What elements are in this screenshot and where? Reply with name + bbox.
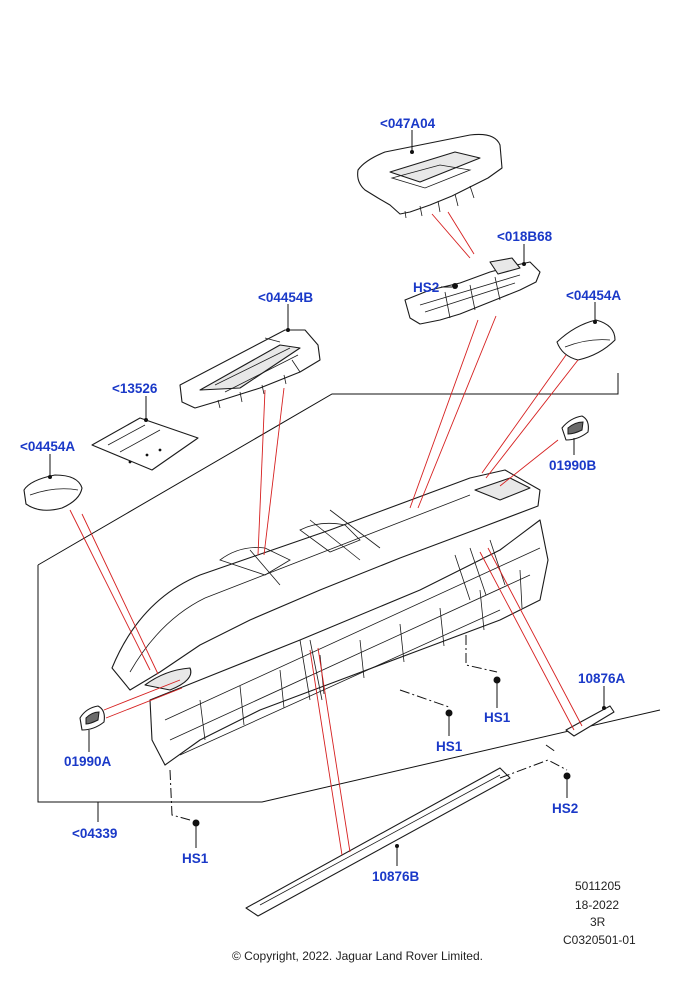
vent-01990a [79, 705, 105, 731]
meta-line-1: 5011205 [575, 879, 621, 893]
vent-01990b [561, 415, 589, 441]
trim-strip-10876b [245, 767, 511, 917]
callout-10876b: 10876B [372, 869, 420, 884]
callout-13526: <13526 [112, 381, 158, 396]
callout-04454a-left: <04454A [20, 439, 75, 454]
callout-04454a-right: <04454A [566, 288, 621, 303]
drawing-metadata: 5011205 18-2022 3R C0320501-01 [563, 879, 636, 947]
trim-strip-10876a [565, 705, 615, 737]
assembly-frame [37, 373, 661, 803]
callout-labels: <047A04 <018B68 HS2 <04454B <04454A <135… [20, 116, 626, 884]
panel-04454b [179, 329, 321, 409]
callout-hs1-mid: HS1 [436, 739, 463, 754]
callout-leaders [48, 130, 606, 866]
instrument-panel-assembly [111, 469, 549, 766]
callout-hs1-right: HS1 [484, 710, 511, 725]
callout-04454b: <04454B [258, 290, 313, 305]
alignment-lines [169, 635, 568, 821]
meta-line-2: 18-2022 [575, 898, 619, 912]
meta-line-3: 3R [590, 915, 606, 929]
callout-hs2-lower: HS2 [552, 801, 578, 816]
copyright-notice: © Copyright, 2022. Jaguar Land Rover Lim… [232, 949, 483, 963]
right-end-cap [556, 319, 616, 361]
callout-04339: <04339 [72, 826, 117, 841]
red-leader-lines [69, 211, 583, 856]
callout-018b68: <018B68 [497, 229, 553, 244]
meta-line-4: C0320501-01 [563, 933, 636, 947]
callout-hs1-bottom: HS1 [182, 851, 209, 866]
callout-10876a: 10876A [578, 671, 626, 686]
callout-01990a: 01990A [64, 754, 112, 769]
pad-13526 [91, 417, 199, 471]
bracket-018b68 [404, 257, 541, 325]
top-cover-panel [357, 133, 503, 219]
fasteners [192, 283, 571, 827]
callout-01990b: 01990B [549, 458, 597, 473]
left-end-cap [23, 474, 83, 511]
callout-047a04: <047A04 [380, 116, 436, 131]
callout-hs2-upper: HS2 [413, 280, 439, 295]
